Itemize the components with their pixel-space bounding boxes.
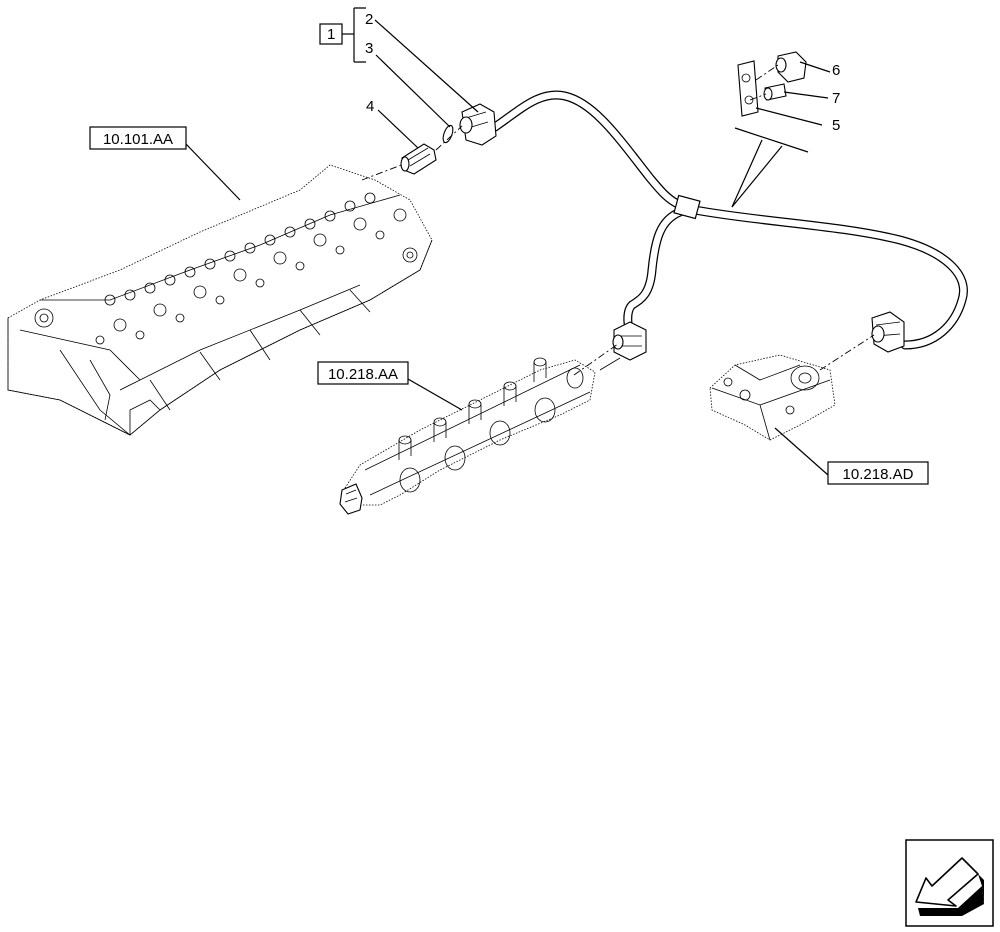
connector-top — [459, 103, 497, 146]
assembly-line-clip — [755, 64, 779, 81]
callout-5: 5 — [832, 117, 840, 134]
reference-box-fuel-rail[interactable]: 10.218.AA — [317, 361, 409, 385]
seal-ring-drawing — [442, 124, 454, 144]
connector-right — [871, 311, 905, 353]
filter-block-drawing — [709, 354, 836, 441]
callout-6: 6 — [832, 62, 840, 79]
leader-6 — [799, 61, 831, 73]
callout-3: 3 — [365, 40, 373, 57]
cylinder-head-drawing — [7, 164, 433, 436]
screw-drawing — [763, 83, 787, 101]
assembly-line-connector-top — [435, 125, 463, 151]
assembly-line-connector-middle — [573, 343, 619, 376]
bracket-drawing — [737, 60, 759, 117]
leader-7 — [783, 91, 829, 99]
reference-label-cylinder-head: 10.101.AA — [103, 131, 173, 148]
reference-label-fuel-rail: 10.218.AA — [328, 366, 398, 383]
wiring-harness — [490, 90, 968, 350]
callout-2: 2 — [365, 11, 373, 28]
callout-group-1: 1 — [327, 26, 335, 43]
arrow-icon — [905, 839, 994, 927]
assembly-line-screw — [749, 93, 767, 101]
pressure-sensor-drawing — [400, 143, 437, 175]
leader-ref-cylinder-head — [185, 143, 241, 201]
leader-ref-filter-block — [774, 427, 829, 476]
assembly-line-sensor — [361, 163, 405, 181]
connector-middle — [612, 321, 647, 361]
leader-ref-fuel-rail — [407, 378, 463, 411]
fuel-rail-drawing — [339, 357, 621, 515]
callout-4: 4 — [366, 98, 374, 115]
clip-drawing — [775, 51, 807, 83]
assembly-line-connector-right — [819, 334, 875, 371]
leader-4 — [377, 109, 419, 149]
reference-box-filter-block[interactable]: 10.218.AD — [827, 461, 929, 485]
callout-7: 7 — [832, 90, 840, 107]
leader-5 — [755, 107, 823, 126]
group-bracket — [319, 7, 366, 63]
leader-3 — [375, 54, 451, 128]
clip-location-marker — [731, 127, 809, 208]
reference-box-cylinder-head[interactable]: 10.101.AA — [89, 126, 187, 150]
leader-2 — [374, 19, 479, 113]
reference-label-filter-block: 10.218.AD — [843, 466, 914, 483]
